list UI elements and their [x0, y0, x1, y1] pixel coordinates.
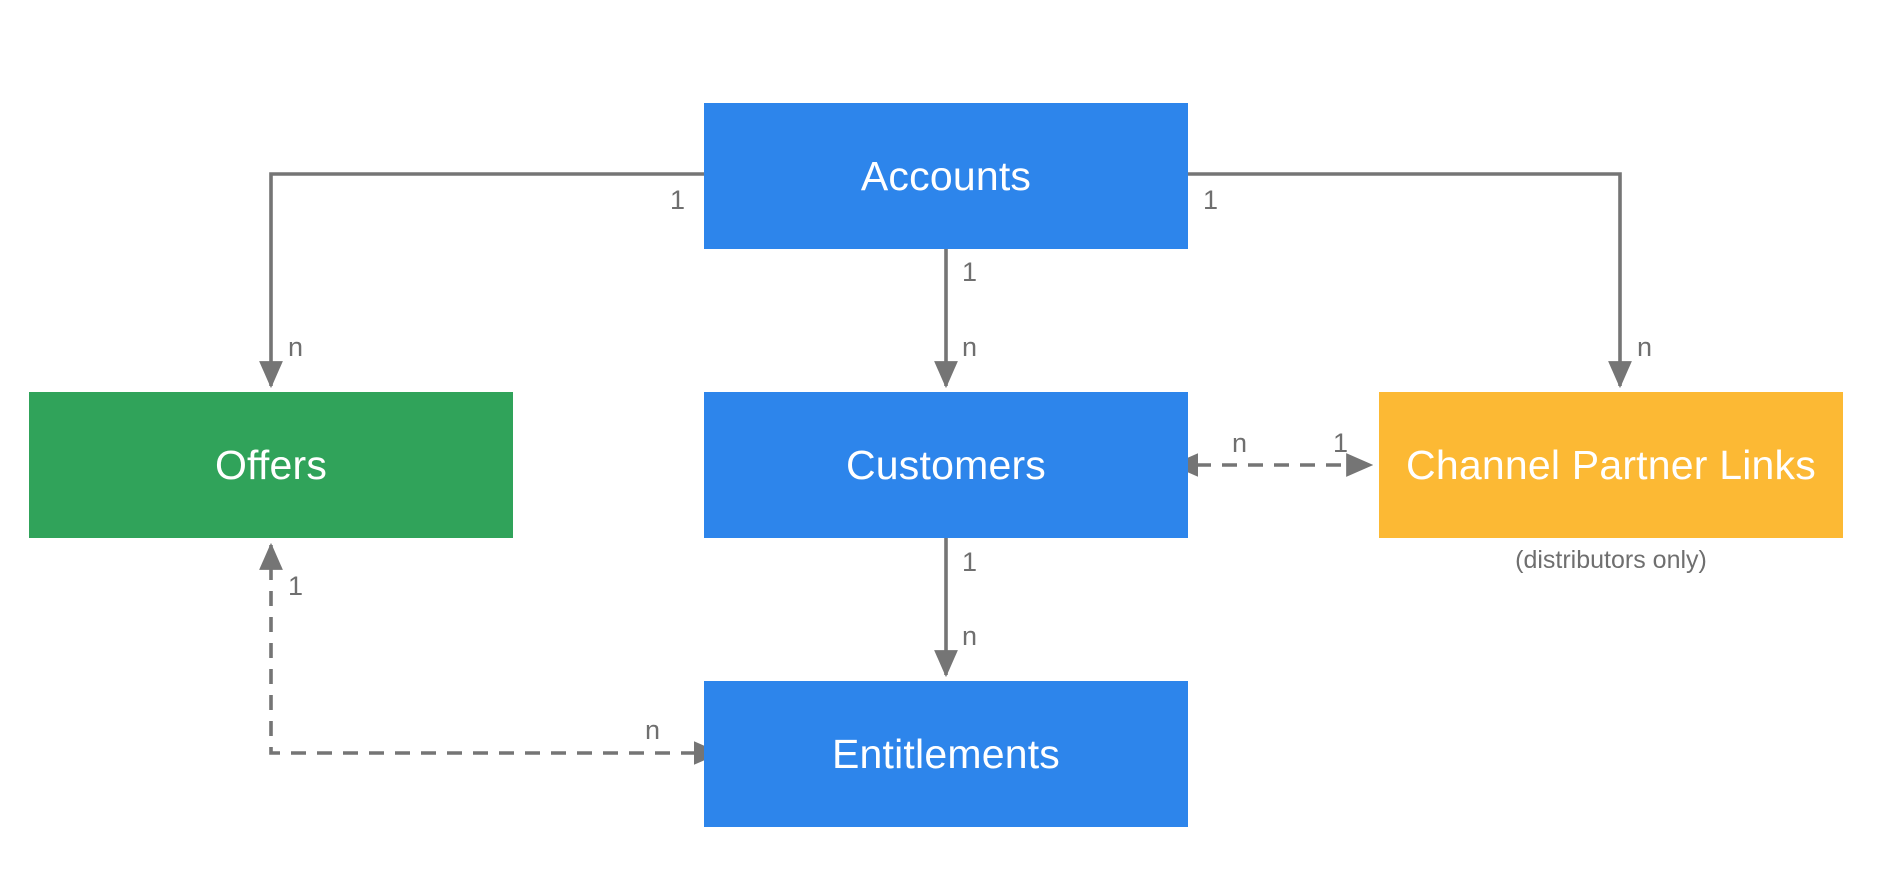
edge-label-customers-cpl-many: n	[1232, 428, 1248, 458]
node-offers[interactable]: Offers	[29, 392, 513, 538]
edge-label-accounts-customers-one: 1	[962, 257, 978, 287]
edge-label-accounts-customers-many: n	[962, 332, 978, 362]
node-entitlements-label: Entitlements	[831, 730, 1060, 777]
edge-label-customers-entitlements-one: 1	[962, 547, 978, 577]
edge-accounts-to-offers	[259, 172, 704, 389]
node-customers[interactable]: Customers	[704, 392, 1188, 538]
edge-offers-to-entitlements	[259, 542, 721, 765]
node-channel-partner-links-label: Channel Partner Links	[1406, 441, 1816, 488]
edge-label-offers-entitlements-many: n	[645, 715, 661, 745]
edge-label-customers-cpl-one: 1	[1333, 428, 1349, 458]
edge-label-accounts-cpl-many: n	[1637, 332, 1653, 362]
edge-label-accounts-offers-many: n	[288, 332, 304, 362]
edge-label-customers-entitlements-many: n	[962, 621, 978, 651]
node-customers-label: Customers	[845, 441, 1046, 488]
node-accounts-label: Accounts	[860, 152, 1032, 199]
edge-label-offers-entitlements-one: 1	[288, 571, 304, 601]
edge-label-accounts-cpl-one: 1	[1203, 185, 1219, 215]
channel-partner-links-caption: (distributors only)	[1515, 546, 1707, 574]
node-entitlements[interactable]: Entitlements	[704, 681, 1188, 827]
node-channel-partner-links[interactable]: Channel Partner Links	[1379, 392, 1843, 538]
node-offers-label: Offers	[214, 441, 328, 488]
edge-accounts-to-channel-partner-links	[1188, 172, 1632, 389]
node-accounts[interactable]: Accounts	[704, 103, 1188, 249]
edge-label-accounts-offers-one: 1	[670, 185, 686, 215]
